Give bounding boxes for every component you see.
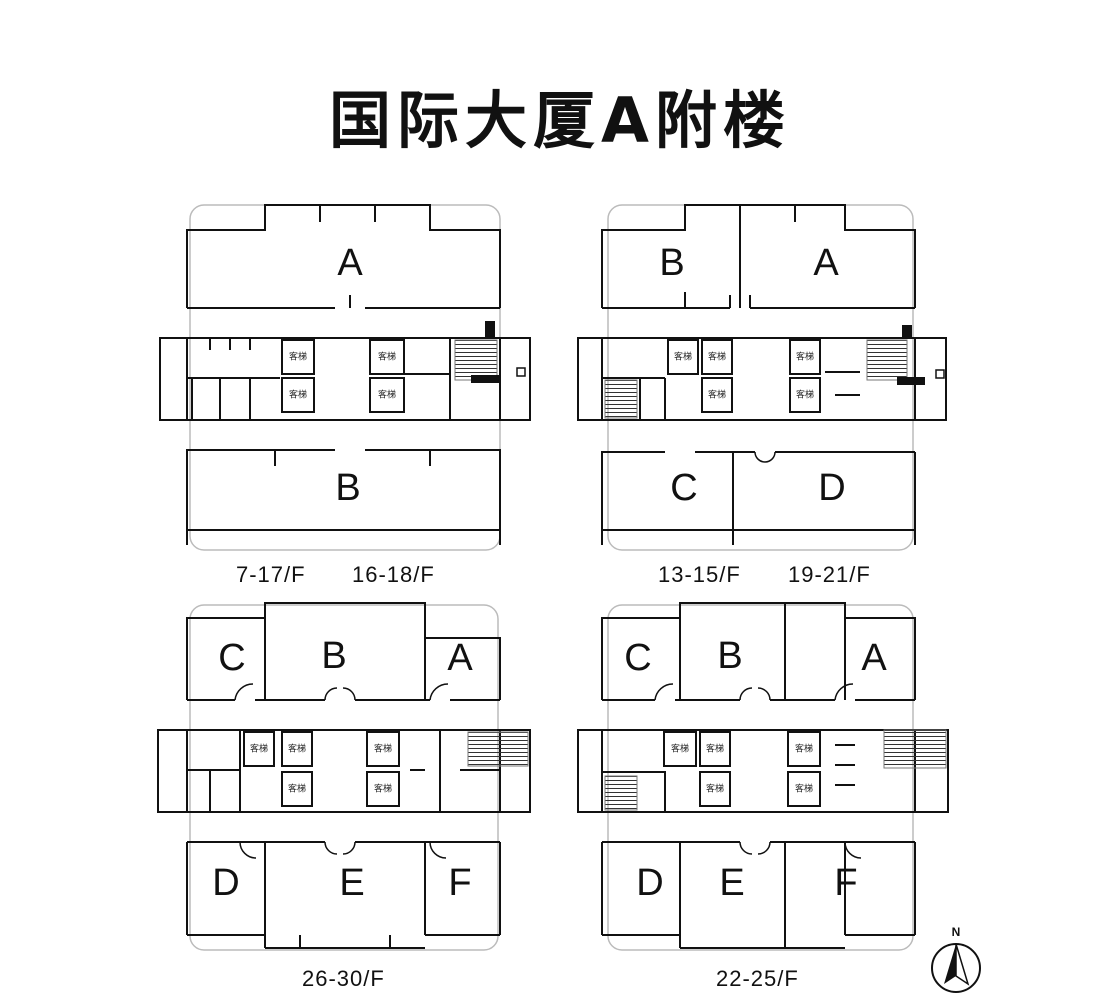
page-title: 国际大厦A附楼 [329,84,791,157]
room-label: C [624,637,651,679]
floor-caption: 7-17/F [236,562,306,587]
room-label: D [636,862,663,904]
room-labels: A B B A C D C B A D E F C B A D E F [212,242,887,904]
room-label: B [335,467,360,509]
floor-caption: 13-15/F [658,562,741,587]
floor-plan-3 [157,602,531,951]
room-label: E [339,862,364,904]
room-label: F [448,862,471,904]
floor-plan-2 [577,204,947,551]
room-label: D [212,862,239,904]
room-label: C [670,467,697,509]
north-label: N [952,925,961,939]
lift-label: 客梯 [706,783,724,795]
room-label: F [834,862,857,904]
floor-caption: 26-30/F [302,966,385,991]
north-arrow-icon: N [931,925,981,993]
room-label: B [321,635,346,677]
lift-label: 客梯 [708,389,726,401]
floor-plan-4 [577,602,949,951]
lift-label: 客梯 [374,783,392,795]
lift-label: 客梯 [288,743,306,755]
lift-label: 客梯 [706,743,724,755]
room-label: B [717,635,742,677]
room-label: A [337,242,363,284]
floor-caption: 19-21/F [788,562,871,587]
room-label: A [813,242,839,284]
floor-plan-1 [159,204,531,551]
room-label: E [719,862,744,904]
lift-label: 客梯 [795,743,813,755]
room-label: C [218,637,245,679]
lift-label: 客梯 [674,351,692,363]
lift-label: 客梯 [795,783,813,795]
room-label: A [447,637,473,679]
lift-label: 客梯 [796,351,814,363]
lift-label: 客梯 [796,389,814,401]
lift-label: 客梯 [671,743,689,755]
room-label: D [818,467,845,509]
room-label: A [861,637,887,679]
lift-label: 客梯 [374,743,392,755]
lift-label: 客梯 [708,351,726,363]
lift-label: 客梯 [250,743,268,755]
floor-caption: 16-18/F [352,562,435,587]
lift-label: 客梯 [378,389,396,401]
lift-label: 客梯 [289,389,307,401]
lift-label: 客梯 [288,783,306,795]
floor-caption: 22-25/F [716,966,799,991]
lift-label: 客梯 [289,351,307,363]
room-label: B [659,242,684,284]
lift-labels: 客梯 客梯 客梯 客梯 客梯 客梯 客梯 客梯 客梯 客梯 客梯 客梯 客梯 客… [250,351,814,795]
lift-label: 客梯 [378,351,396,363]
